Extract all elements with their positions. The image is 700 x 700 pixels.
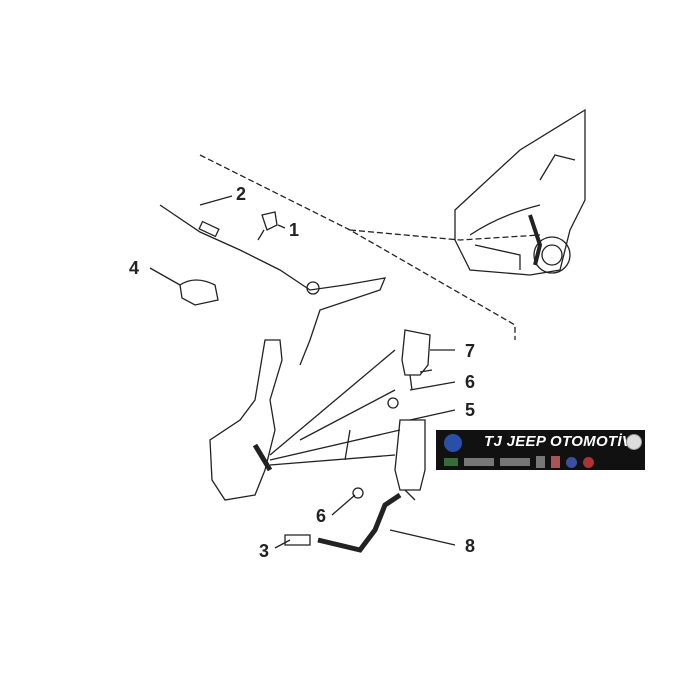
chrysler-logo-icon [464,458,494,466]
pump-part-7 [401,329,433,391]
callout-2: 2 [236,184,247,204]
callout-6-lower: 6 [316,506,327,526]
jeep-logo-icon [444,458,458,466]
hose-part-2 [159,204,387,366]
grommet-part-6-lower [352,487,364,499]
connector-part-3 [284,534,311,546]
abarth-logo-icon [551,456,560,468]
watermark-banner: TJ JEEP OTOMOTİV [436,430,645,470]
hose-part-8 [317,492,402,553]
callout-6-upper: 6 [465,372,476,392]
watermark-title: TJ JEEP OTOMOTİV [484,433,633,450]
brand-logos-row [444,456,594,468]
alfa-romeo-logo-icon [626,434,642,450]
dodge-logo-icon [500,458,530,466]
grommet-part-6-upper [387,397,399,409]
pump-part-5 [394,419,426,501]
mopar-logo-icon [444,434,462,452]
car-illustration [454,108,586,276]
callout-7: 7 [465,341,476,361]
callout-1: 1 [289,220,300,240]
callout-4: 4 [129,258,140,278]
clip-part-4 [179,279,219,306]
reservoir [209,339,283,501]
lancia-logo-icon [566,456,577,468]
callout-8: 8 [465,536,476,556]
callout-5: 5 [465,400,476,420]
callout-3: 3 [259,541,270,561]
ram-logo-icon [536,456,545,468]
fiat-logo-icon [583,456,594,468]
nozzle-part-1 [257,211,278,241]
